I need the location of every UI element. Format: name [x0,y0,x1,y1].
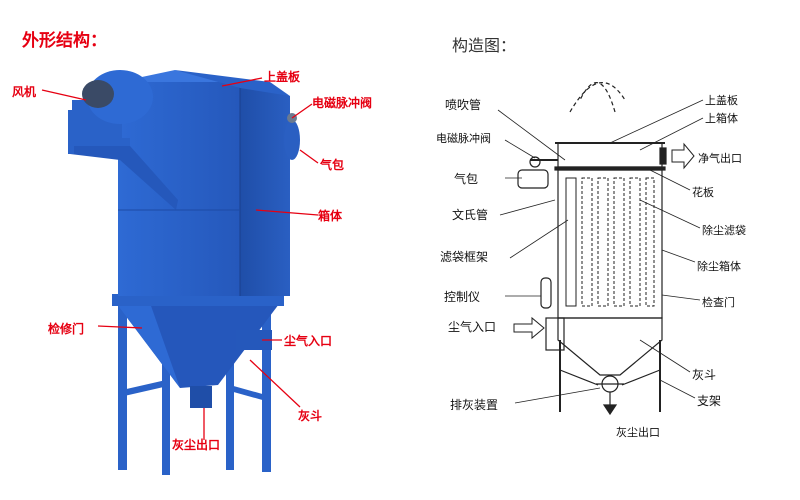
exterior-title: 外形结构： [22,31,107,51]
label-access-door: 检修门 [48,322,85,336]
controller-box [540,277,552,309]
label-dust-outlet: 灰尘出口 [172,438,221,452]
label-pulse-valve: 电磁脉冲阀 [312,96,373,110]
fan-shape [68,70,178,210]
label-air-bag: 气包 [320,158,345,172]
diag-label-inspection-door: 检查门 [702,296,735,309]
diag-label-discharge: 排灰装置 [450,398,499,412]
air-bag-rect [517,169,549,189]
diag-label-top-cover: 上盖板 [705,94,738,107]
diag-label-dust-box: 除尘箱体 [697,260,741,273]
diag-label-controller: 控制仪 [444,290,481,304]
diag-label-upper-box: 上箱体 [705,112,738,125]
diag-label-filter-bag: 除尘滤袋 [702,224,746,237]
diagram-hopper [557,317,663,376]
support-legs [118,300,271,475]
diag-label-venturi: 文氏管 [452,208,489,222]
filter-bags [565,177,655,307]
construction-title: 构造图： [452,36,517,55]
label-ash-hopper: 灰斗 [298,409,323,423]
diag-label-ash-hopper: 灰斗 [692,368,717,382]
diag-label-clean-outlet: 净气出口 [698,152,742,165]
label-fan: 风机 [12,85,37,99]
box-body [118,82,240,296]
air-bag-shape [284,120,300,160]
label-dust-inlet: 尘气入口 [284,334,333,348]
diag-label-ash-outlet: 灰尘出口 [616,426,660,439]
outlet-pipe [190,386,212,408]
inlet-duct [236,330,272,350]
diag-label-dust-inlet: 尘气入口 [448,320,497,334]
label-box: 箱体 [318,209,343,223]
ash-hopper-shape [116,300,282,388]
label-top-cover: 上盖板 [264,70,301,84]
diag-label-blow-pipe: 喷吹管 [445,98,482,112]
diag-label-support: 支架 [697,394,722,408]
diag-label-bag-cage: 滤袋框架 [440,250,489,264]
diag-label-tube-sheet: 花板 [692,186,714,199]
top-cover [175,70,290,96]
diag-label-pulse-valve: 电磁脉冲阀 [436,132,491,145]
diag-label-air-bag: 气包 [454,172,479,186]
